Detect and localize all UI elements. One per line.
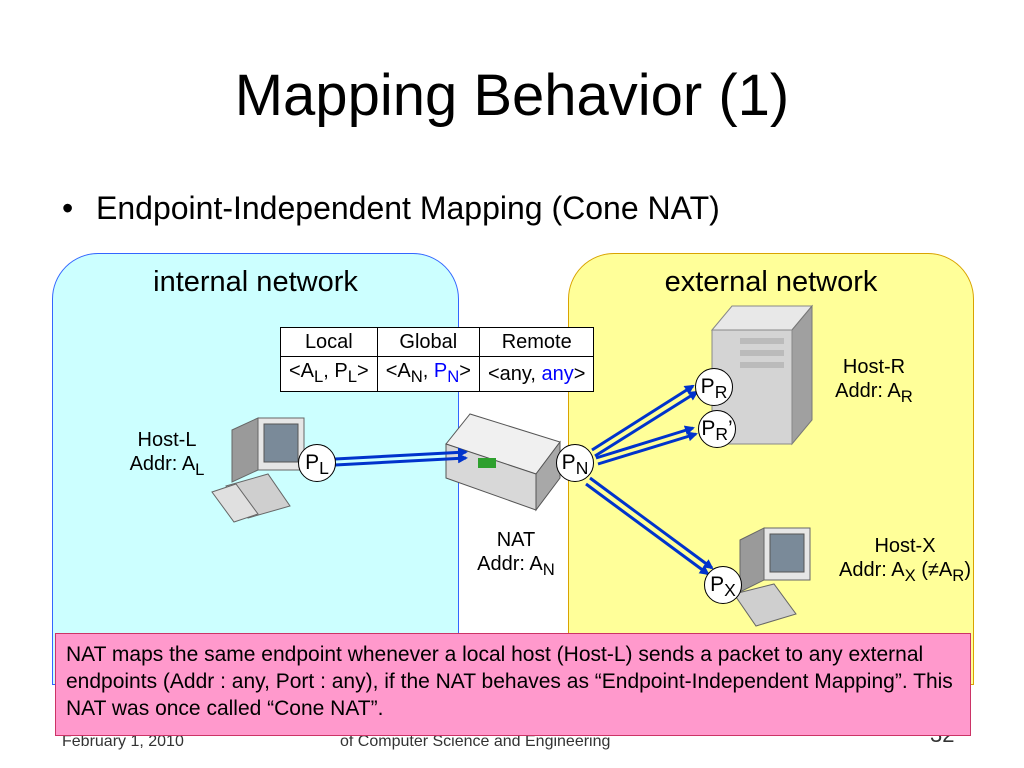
slide-title: Mapping Behavior (1) <box>234 63 790 128</box>
host-x-computer-icon <box>733 527 811 627</box>
table-cell-global: <AN, PN> <box>376 356 480 392</box>
explanation-note: NAT maps the same endpoint whenever a lo… <box>55 633 971 736</box>
flow-arrows <box>334 384 714 576</box>
table-header-remote: Remote <box>478 327 595 357</box>
external-network-label: external network <box>664 266 878 298</box>
nat-router-icon <box>445 413 561 512</box>
port-pr-prime: PR’ <box>698 410 736 448</box>
table-cell-local: <AL, PL> <box>280 356 378 392</box>
port-pl: PL <box>298 444 336 482</box>
internal-network-label: internal network <box>153 266 358 298</box>
bullet-item: • Endpoint-Independent Mapping (Cone NAT) <box>62 190 720 227</box>
bullet-dot: • <box>62 190 74 226</box>
port-px: PX <box>704 566 742 604</box>
table-cell-remote: <any, any> <box>478 356 595 392</box>
table-header-local: Local <box>280 327 378 357</box>
internal-network-panel: internal network <box>52 253 459 685</box>
footer-date: February 1, 2010 <box>62 733 184 750</box>
nat-label: NAT Addr: AN <box>477 529 555 579</box>
port-pn: PN <box>556 444 594 482</box>
host-r-label: Host-R Addr: AR <box>835 356 913 406</box>
footer-institution: of Computer Science and Engineering <box>340 733 611 750</box>
host-x-label: Host-X Addr: AX (≠AR) <box>839 535 971 585</box>
mapping-table: Local Global Remote <AL, PL> <AN, PN> <a… <box>280 327 595 392</box>
bullet-text: Endpoint-Independent Mapping (Cone NAT) <box>96 190 720 226</box>
host-l-computer-icon <box>211 417 305 523</box>
table-header-global: Global <box>376 327 480 357</box>
port-pr: PR <box>695 368 733 406</box>
host-l-label: Host-L Addr: AL <box>129 429 205 479</box>
